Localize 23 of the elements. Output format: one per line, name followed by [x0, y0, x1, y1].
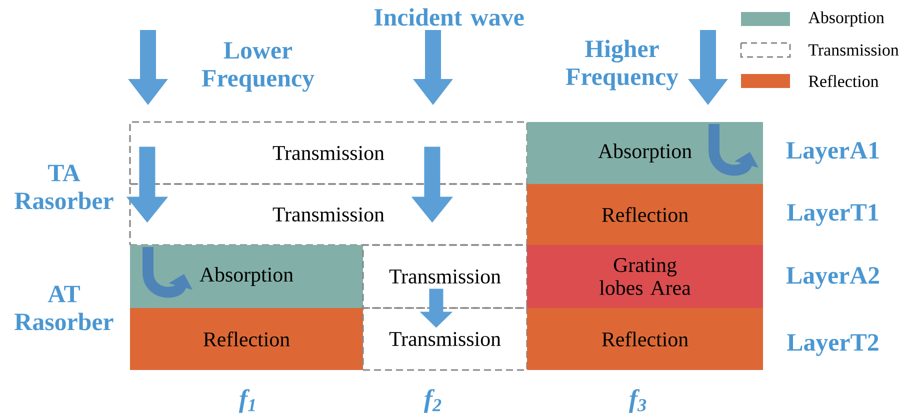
layer-box: Reflection	[527, 184, 763, 245]
frequency-label: Lower Frequency	[202, 42, 314, 92]
legend-text: Transmission	[808, 44, 899, 56]
layer-label: LayerA2	[786, 267, 879, 289]
layer-box: Absorption	[527, 122, 763, 184]
layer-box: Transmission	[129, 121, 528, 185]
layer-box: Transmission	[362, 244, 528, 309]
rasorber-label: TA Rasorber	[14, 164, 114, 210]
layer-label: LayerT1	[787, 204, 878, 226]
heading: Incident wave	[374, 8, 524, 26]
layer-box: Grating lobes Area	[527, 245, 763, 308]
frequency-label: Higher Frequency	[566, 40, 678, 90]
rasorber-label: AT Rasorber	[14, 286, 114, 330]
layer-box: Transmission	[129, 183, 528, 246]
legend-text: Absorption	[808, 11, 884, 27]
frequency-symbol: f$_{2}$	[424, 389, 442, 413]
layer-box: Reflection	[527, 308, 763, 370]
layer-box: Absorption	[130, 245, 363, 308]
layer-label: LayerT2	[787, 334, 878, 356]
layer-label: LayerA1	[786, 142, 879, 164]
legend-text: Reflection	[808, 74, 879, 88]
layer-box: Reflection	[130, 308, 363, 370]
layer-box: Transmission	[362, 307, 528, 371]
